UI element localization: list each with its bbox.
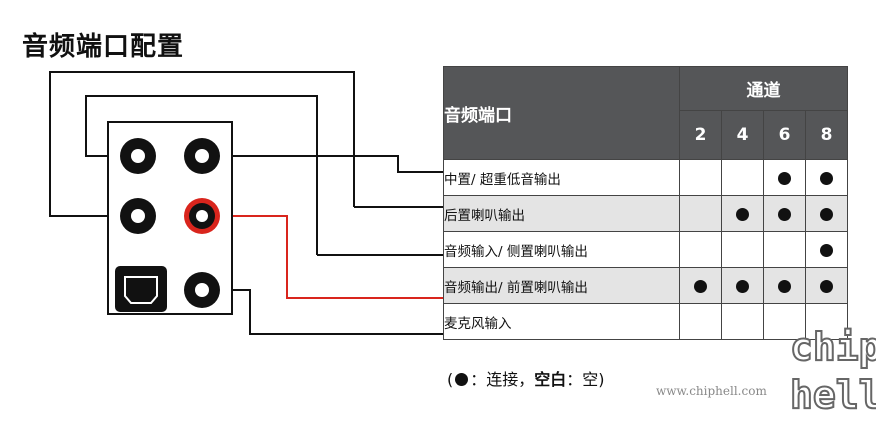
legend-blank-label: 空白	[534, 370, 567, 389]
jack-bottom-right	[184, 272, 220, 308]
channel-cell	[679, 267, 722, 304]
port-label: 音频输出/ 前置喇叭输出	[443, 267, 680, 304]
channel-cell	[679, 159, 722, 196]
channel-cell	[805, 195, 848, 232]
legend-dot-desc: ：连接，	[470, 370, 535, 389]
connected-dot-icon	[820, 244, 833, 257]
watermark-logo: chip hell	[789, 324, 876, 418]
port-label: 后置喇叭输出	[443, 195, 680, 232]
table-row: 中置/ 超重低音输出	[443, 159, 848, 196]
legend-open: (	[447, 370, 454, 389]
line-front	[202, 215, 443, 299]
connected-dot-icon	[736, 280, 749, 293]
connected-dot-icon	[820, 208, 833, 221]
connected-dot-icon	[736, 208, 749, 221]
channel-cell	[679, 231, 722, 268]
channel-cell	[805, 231, 848, 268]
line-center-sub	[220, 155, 443, 173]
table-row: 音频输入/ 侧置喇叭输出	[443, 231, 848, 268]
channel-cell	[679, 303, 722, 340]
jack-top-right	[184, 138, 220, 174]
channel-config-table: 音频端口 通道 2 4 6 8 中置/ 超重低音输出 后置喇叭输出 音频输入/ …	[443, 65, 848, 340]
page-title: 音频端口配置	[22, 32, 185, 62]
jack-mid-left	[120, 198, 156, 234]
watermark-url: www.chiphell.com	[656, 384, 767, 398]
channel-group-header: 通道	[679, 65, 848, 112]
line-mic	[220, 289, 443, 335]
connected-dot-icon	[778, 208, 791, 221]
line-upper-left	[85, 95, 318, 255]
channel-header: 6	[763, 110, 806, 160]
port-label: 音频输入/ 侧置喇叭输出	[443, 231, 680, 268]
dot-icon	[455, 373, 469, 386]
channel-cell	[805, 303, 848, 340]
legend: ( ：连接，空白：空)	[447, 366, 605, 390]
channel-header: 2	[679, 110, 722, 160]
optical-port-icon	[115, 266, 167, 312]
jack-top-left	[120, 138, 156, 174]
channel-cell	[721, 303, 764, 340]
connected-dot-icon	[778, 172, 791, 185]
table-row: 后置喇叭输出	[443, 195, 848, 232]
channel-cell	[721, 195, 764, 232]
channel-cell	[721, 159, 764, 196]
connected-dot-icon	[778, 280, 791, 293]
channel-cell	[763, 159, 806, 196]
channel-cell	[763, 195, 806, 232]
table-row: 麦克风输入	[443, 303, 848, 340]
channel-cell	[763, 231, 806, 268]
channel-cell	[721, 267, 764, 304]
connected-dot-icon	[820, 280, 833, 293]
connected-dot-icon	[694, 280, 707, 293]
port-label: 麦克风输入	[443, 303, 680, 340]
connected-dot-icon	[820, 172, 833, 185]
channel-cell	[679, 195, 722, 232]
channel-header: 8	[805, 110, 848, 160]
logo-top-text: chip	[790, 325, 876, 369]
line-lower-left	[49, 71, 355, 217]
legend-blank-desc: ：空)	[566, 370, 605, 389]
port-column-header: 音频端口	[443, 66, 680, 160]
jack-mid-right-highlight	[184, 198, 220, 234]
logo-bottom-text: hell	[790, 373, 876, 417]
channel-header: 4	[721, 110, 764, 160]
channel-cell	[805, 159, 848, 196]
channel-cell	[721, 231, 764, 268]
channel-cell	[805, 267, 848, 304]
port-label: 中置/ 超重低音输出	[443, 159, 680, 196]
table-row: 音频输出/ 前置喇叭输出	[443, 267, 848, 304]
channel-cell	[763, 267, 806, 304]
